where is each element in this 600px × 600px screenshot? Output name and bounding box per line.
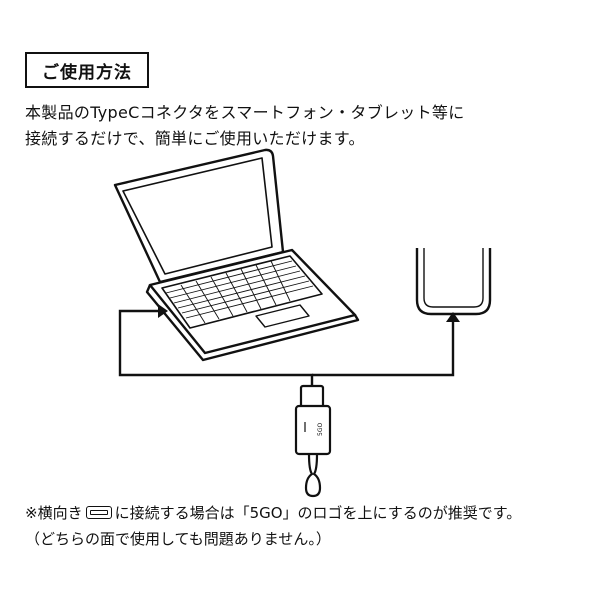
- usb-port-icon: [85, 506, 112, 519]
- arrow-to-laptop-icon: [158, 304, 168, 318]
- usb-adapter-icon: [294, 384, 332, 498]
- note-part-2: に接続する場合は「5GO」のロゴを上にするのが推奨です。: [114, 504, 522, 522]
- connection-arrows: [118, 309, 455, 388]
- note: ※横向き に接続する場合は「5GO」のロゴを上にするのが推奨です。 （どちらの面で…: [25, 500, 521, 552]
- adapter-logo: 5GO: [317, 423, 324, 436]
- instruction-line-2: 接続するだけで、簡単にご使用いただけます。: [25, 129, 365, 148]
- note-part-1: ※横向き: [25, 504, 83, 522]
- note-line-1: ※横向き に接続する場合は「5GO」のロゴを上にするのが推奨です。: [25, 500, 521, 526]
- arrow-to-phone-icon: [446, 312, 460, 322]
- section-heading-label: ご使用方法: [42, 62, 132, 83]
- note-line-2: （どちらの面で使用しても問題ありません。）: [25, 530, 331, 548]
- instruction-line-1: 本製品のTypeCコネクタをスマートフォン・タブレット等に: [25, 103, 465, 122]
- smartphone-icon: [415, 248, 492, 316]
- laptop-icon: [113, 148, 360, 362]
- instructions: 本製品のTypeCコネクタをスマートフォン・タブレット等に 接続するだけで、簡単…: [25, 100, 465, 152]
- section-heading: ご使用方法: [25, 52, 149, 88]
